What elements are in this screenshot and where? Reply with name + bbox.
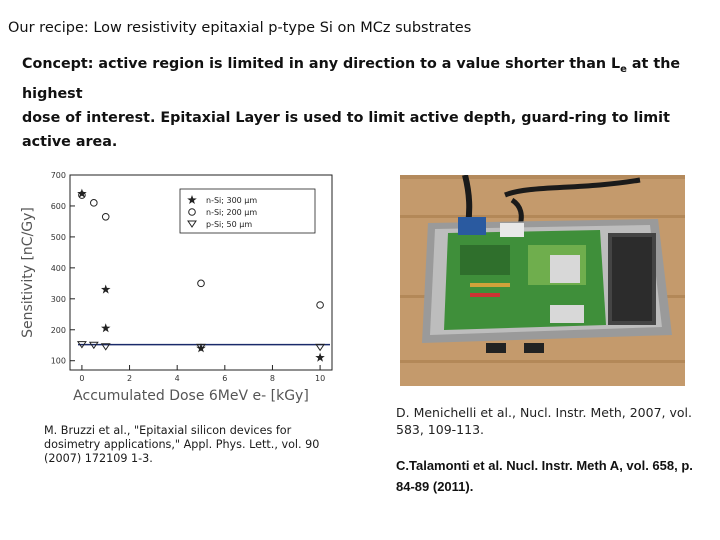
legend-marker-star xyxy=(187,195,197,204)
legend-label: n-Si; 200 µm xyxy=(206,208,257,217)
chart-citation: M. Bruzzi et al., "Epitaxial silicon dev… xyxy=(44,424,320,465)
detector-board-photo xyxy=(400,175,685,386)
legend-box xyxy=(179,188,316,234)
data-point-star xyxy=(315,352,325,362)
concept-line1-b: at the highest xyxy=(22,56,681,102)
legend-marker-circle xyxy=(188,208,196,216)
legend-marker-triangle xyxy=(187,220,197,228)
y-tick-label: 500 xyxy=(51,233,66,242)
data-point-star xyxy=(196,343,206,353)
data-point-star xyxy=(101,284,111,294)
data-point-circle xyxy=(197,279,205,288)
slide-title: Our recipe: Low resistivity epitaxial p-… xyxy=(8,20,472,36)
x-tick-label: 0 xyxy=(79,374,84,383)
data-point-star xyxy=(77,188,87,198)
data-point-circle xyxy=(101,212,110,221)
concept-line1-a: Concept: active region is limited in any… xyxy=(22,56,621,72)
data-point-triangle xyxy=(196,343,206,352)
data-point-triangle xyxy=(315,343,326,352)
data-point-circle xyxy=(316,301,324,309)
data-point-triangle xyxy=(76,341,87,349)
data-point-triangle xyxy=(88,341,99,350)
data-point-circle xyxy=(78,191,86,199)
concept-text: Concept: active region is limited in any… xyxy=(22,52,712,154)
x-tick-label: 2 xyxy=(127,374,132,383)
x-tick-label: 10 xyxy=(315,374,325,383)
y-tick-label: 300 xyxy=(51,295,66,304)
x-tick-label: 4 xyxy=(175,374,180,383)
y-tick-label: 700 xyxy=(51,171,66,180)
data-point-triangle xyxy=(100,343,111,351)
y-tick-label: 400 xyxy=(51,264,66,273)
reference-menichelli: D. Menichelli et al., Nucl. Instr. Meth,… xyxy=(396,405,692,437)
y-tick-label: 200 xyxy=(51,326,66,335)
x-tick-label: 8 xyxy=(270,374,275,383)
data-point-circle xyxy=(90,199,98,207)
concept-subscript: e xyxy=(620,63,627,75)
legend-label: n-Si; 300 µm xyxy=(206,196,257,205)
y-tick-label: 100 xyxy=(51,357,66,366)
reference-talamonti: C.Talamonti et al. Nucl. Instr. Meth A, … xyxy=(396,458,693,494)
x-axis-label: Accumulated Dose 6MeV e- [kGy] xyxy=(73,388,309,404)
data-point-star xyxy=(101,323,111,333)
concept-line2: dose of interest. Epitaxial Layer is use… xyxy=(22,109,670,150)
y-axis-label: Sensitivity [nC/Gy] xyxy=(20,207,36,338)
x-tick-label: 6 xyxy=(222,374,227,383)
legend-label: p-Si; 50 µm xyxy=(206,220,252,229)
y-tick-label: 600 xyxy=(51,202,66,211)
